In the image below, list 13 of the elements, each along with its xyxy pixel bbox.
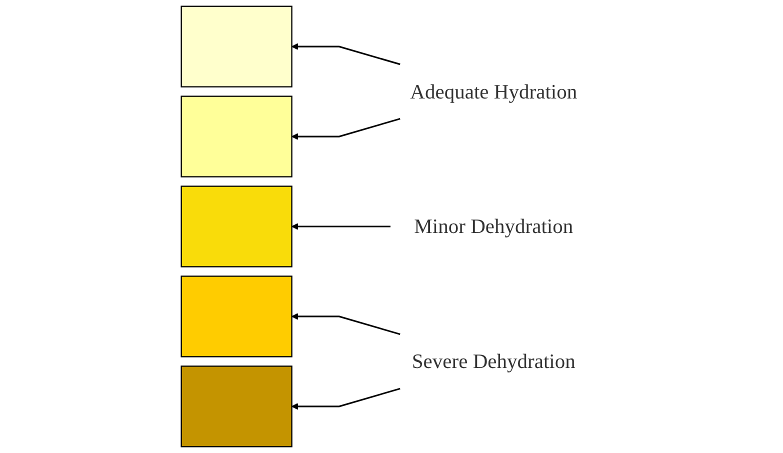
- node-box: [181, 6, 293, 88]
- node-box: [181, 96, 293, 178]
- node-text: Severe Dehydration: [412, 350, 576, 373]
- node-text: Adequate Hydration: [410, 80, 578, 103]
- node-box: [181, 276, 293, 358]
- node-box: [181, 366, 293, 448]
- arrow: [292, 43, 401, 66]
- node-box: [181, 186, 293, 268]
- arrow: [292, 388, 401, 410]
- node-text: Minor Dehydration: [414, 215, 574, 238]
- arrow: [292, 312, 401, 335]
- arrow: [292, 223, 391, 230]
- arrow: [292, 118, 401, 140]
